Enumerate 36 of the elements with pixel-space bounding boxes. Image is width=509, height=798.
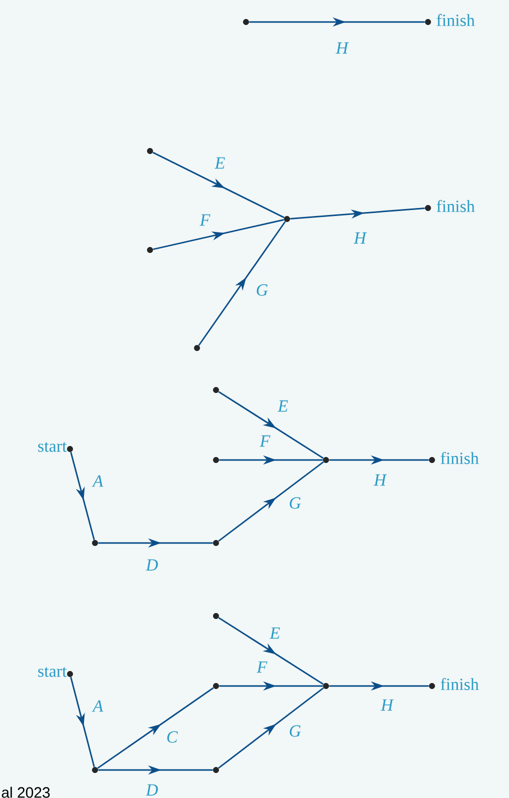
edge-label: H — [336, 42, 349, 54]
arrow — [218, 687, 324, 769]
arrow — [218, 461, 324, 542]
edge-label: E — [278, 400, 288, 412]
arrow — [97, 687, 214, 769]
arrow — [290, 208, 425, 220]
edge-label: E — [270, 627, 280, 639]
edge-label: H — [374, 474, 387, 486]
edge-label: E — [214, 157, 225, 169]
arrow — [218, 617, 324, 685]
edge-label: F — [256, 661, 268, 673]
edge-label: A — [92, 475, 104, 487]
edge-label: D — [146, 559, 158, 571]
edge-label: C — [167, 731, 178, 743]
node-label: start — [38, 442, 67, 452]
edge-label: G — [290, 497, 301, 509]
node-label: finish — [440, 678, 479, 690]
arrow — [198, 221, 286, 346]
node-label: start — [38, 667, 67, 677]
edge-label: F — [200, 214, 210, 226]
edge-label: H — [354, 232, 367, 244]
arrow — [70, 452, 95, 540]
edge-label: A — [92, 700, 104, 712]
edge-label: H — [380, 699, 394, 711]
edge-label: F — [260, 435, 270, 447]
arrow — [218, 391, 324, 459]
node-label: finish — [440, 452, 479, 464]
edge-label: D — [146, 784, 158, 796]
edge-label: G — [256, 284, 268, 296]
node-label: finish — [436, 14, 475, 26]
edge-label: G — [290, 725, 301, 737]
arrow — [70, 676, 95, 768]
arrow — [152, 152, 284, 218]
footer-text: al 2023 — [2, 786, 50, 798]
node-label: finish — [436, 200, 475, 212]
arrow — [152, 218, 284, 250]
